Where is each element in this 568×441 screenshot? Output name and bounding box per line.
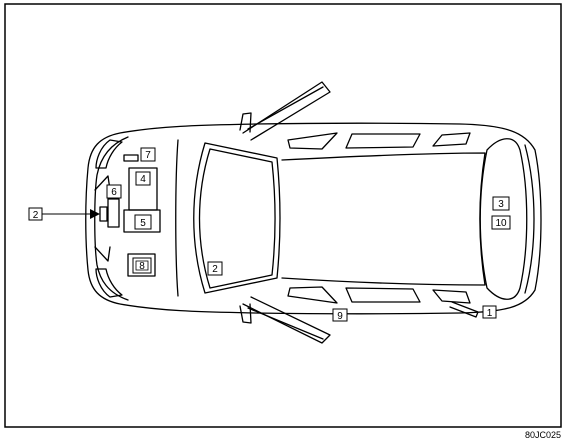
component-module-6 <box>107 198 120 228</box>
figure-code: 80JC025 <box>525 430 561 440</box>
side-window-bottom-middle <box>345 287 421 303</box>
diagram-frame <box>4 3 562 428</box>
svg-text:2: 2 <box>33 210 39 221</box>
callout-2-front: 2 <box>28 207 43 221</box>
svg-text:5: 5 <box>140 218 146 229</box>
side-window-top-rear <box>432 132 471 147</box>
component-connector-2 <box>99 206 108 222</box>
callout-2-windshield: 2 <box>207 261 223 276</box>
windshield-inner <box>198 148 276 289</box>
roof <box>281 152 486 286</box>
front-door-lower-inner <box>247 307 324 340</box>
front-door-upper-open <box>242 81 331 141</box>
svg-text:7: 7 <box>145 150 151 161</box>
callout-5: 5 <box>134 214 152 230</box>
svg-text:6: 6 <box>111 187 117 198</box>
callout-4: 4 <box>135 171 151 186</box>
svg-text:8: 8 <box>139 261 145 272</box>
svg-text:3: 3 <box>498 199 504 210</box>
svg-text:10: 10 <box>495 218 507 229</box>
callout-10: 10 <box>491 215 511 230</box>
rear-strip <box>449 301 479 318</box>
side-window-top-middle <box>345 133 421 149</box>
front-bumper <box>94 136 129 301</box>
side-window-bottom-rear <box>432 289 471 304</box>
svg-text:4: 4 <box>140 174 146 185</box>
callout-9: 9 <box>332 308 348 322</box>
side-window-bottom-front <box>287 286 338 304</box>
windshield <box>193 142 281 294</box>
callout-1: 1 <box>482 305 497 319</box>
svg-text:9: 9 <box>337 311 343 322</box>
callout-3: 3 <box>492 196 510 211</box>
mirror-upper <box>239 112 252 133</box>
callout-8: 8 <box>132 257 152 274</box>
component-unit-7 <box>123 154 139 162</box>
arrow-head <box>90 209 100 219</box>
svg-text:2: 2 <box>212 264 218 275</box>
component-block <box>123 209 161 233</box>
front-grille-right <box>94 246 111 262</box>
callout-7: 7 <box>140 147 156 162</box>
svg-text:1: 1 <box>487 308 493 319</box>
mirror-lower <box>239 303 252 324</box>
side-window-top-front <box>287 132 338 150</box>
headlight-right <box>95 268 123 298</box>
hood-line <box>175 139 179 297</box>
front-door-lower-open <box>242 296 331 344</box>
front-door-upper-inner <box>247 86 324 130</box>
callout-6: 6 <box>106 184 122 199</box>
rear-edge <box>524 144 535 294</box>
rear-window <box>479 138 528 300</box>
component-unit-8 <box>127 253 156 277</box>
headlight-left <box>95 139 123 169</box>
